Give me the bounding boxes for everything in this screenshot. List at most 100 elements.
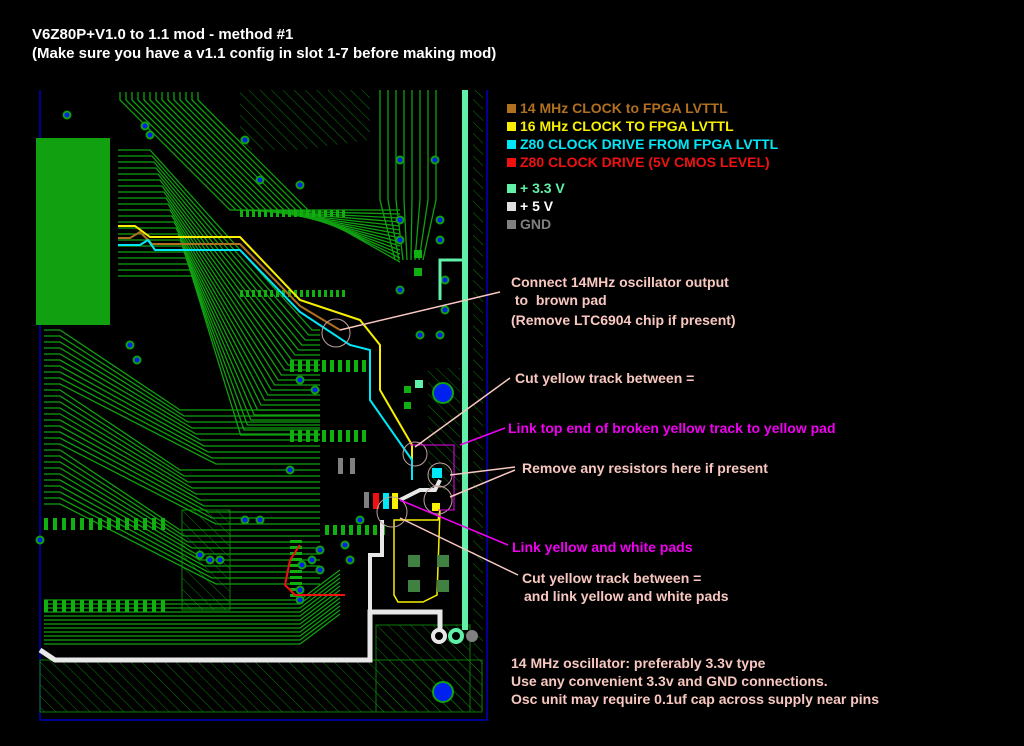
pcb-trace <box>44 437 320 519</box>
annotation-circle-cut1 <box>402 441 428 467</box>
pcb-trace <box>118 203 320 376</box>
annotation-circle-cut2 <box>376 496 408 528</box>
pcb-trace <box>118 173 320 351</box>
note-cut-and-link: Cut yellow track between = and link yell… <box>522 569 729 605</box>
smd-pad <box>80 600 84 612</box>
pcb-trace <box>118 227 320 396</box>
via <box>285 465 295 475</box>
pcb-trace <box>44 589 341 621</box>
yellow-resistor-pad <box>392 493 398 509</box>
pcb-trace <box>387 90 400 261</box>
legend-label: 16 MHz CLOCK TO FPGA LVTTL <box>520 118 734 134</box>
smd-pad <box>107 518 111 530</box>
pcb-trace <box>44 609 341 641</box>
smd-pad <box>44 600 48 612</box>
pcb-board <box>35 90 519 721</box>
smd-pad <box>290 564 302 567</box>
pcb-trace <box>422 90 437 261</box>
smd-pad <box>318 290 321 297</box>
white-pad-terminal <box>431 628 447 644</box>
smd-pad <box>404 402 411 409</box>
smd-pad <box>270 210 273 217</box>
pcb-trace <box>44 491 320 573</box>
pcb-trace <box>118 257 320 421</box>
pcb-trace <box>44 455 320 537</box>
via <box>315 565 325 575</box>
via <box>62 110 72 120</box>
pcb-trace <box>403 90 408 261</box>
via <box>195 550 205 560</box>
smd-pad <box>53 600 57 612</box>
legend-swatch <box>507 157 516 167</box>
legend-item-5v: + 5 V <box>507 197 778 215</box>
smd-pad <box>338 360 342 372</box>
smd-pad <box>290 552 302 555</box>
pcb-trace <box>44 377 320 459</box>
pcb-trace <box>44 597 341 629</box>
pcb-trace <box>118 149 320 331</box>
smd-pad <box>362 430 366 442</box>
via <box>255 175 265 185</box>
pcb-trace <box>44 497 320 579</box>
legend-item-16mhz: 16 MHz CLOCK TO FPGA LVTTL <box>507 117 778 135</box>
smd-pad <box>330 430 334 442</box>
pcb-trace <box>118 191 320 366</box>
smd-pad <box>333 525 337 535</box>
smd-pad <box>246 210 249 217</box>
pcb-trace <box>197 92 401 263</box>
annotation-circle-resistor2 <box>423 485 453 515</box>
smd-pad <box>240 290 243 297</box>
note-line: to brown pad <box>511 292 607 308</box>
smd-pad <box>325 525 329 535</box>
pcb-trace <box>44 503 320 585</box>
mint-pad <box>415 380 423 388</box>
smd-pad <box>152 518 156 530</box>
pcb-trace <box>44 577 341 609</box>
pcb-trace <box>173 92 401 247</box>
red-track-z80-5v <box>283 544 345 596</box>
pcb-trace <box>44 467 320 549</box>
smd-pad <box>134 600 138 612</box>
note-line: Connect 14MHz oscillator output <box>511 274 729 290</box>
smd-pad <box>322 430 326 442</box>
rail-5v-branch <box>368 520 384 612</box>
legend-item-3v3: + 3.3 V <box>507 179 778 197</box>
via <box>132 355 142 365</box>
via <box>307 555 317 565</box>
note-remove-resistors: Remove any resistors here if present <box>522 460 768 476</box>
yellow-track-16mhz <box>118 225 413 460</box>
smd-pad <box>373 525 377 535</box>
via <box>440 275 450 285</box>
smd-pad <box>98 518 102 530</box>
legend-swatch <box>507 201 516 211</box>
legend-item-14mhz: 14 MHz CLOCK to FPGA LVTTL <box>507 99 778 117</box>
pcb-trace <box>167 92 401 243</box>
pcb-trace <box>414 90 421 261</box>
red-pad <box>373 493 379 509</box>
smd-pad <box>404 386 411 393</box>
smd-pad <box>314 360 318 372</box>
smd-pad <box>44 518 48 530</box>
via <box>395 155 405 165</box>
smd-pad <box>152 600 156 612</box>
pcb-trace <box>118 275 320 436</box>
note-link-top-end: Link top end of broken yellow track to y… <box>508 420 836 436</box>
smd-pad <box>258 210 261 217</box>
pcb-trace <box>44 431 320 513</box>
mount-hole-1 <box>432 382 454 404</box>
osc-pad-2 <box>437 555 449 567</box>
smd-pad <box>346 360 350 372</box>
smd-pad <box>62 600 66 612</box>
smd-pad <box>324 210 327 217</box>
oscillator-footprint <box>393 509 441 603</box>
smd-pad <box>80 518 84 530</box>
pcb-trace <box>155 92 401 235</box>
pcb-trace <box>118 167 320 346</box>
smd-pad <box>414 268 422 276</box>
legend-label: + 5 V <box>520 198 554 214</box>
note-cut-yellow-track: Cut yellow track between = <box>515 370 695 386</box>
smd-pad <box>312 290 315 297</box>
smd-pad <box>264 210 267 217</box>
note-line: Use any convenient 3.3v and GND connecti… <box>511 673 828 689</box>
pcb-trace <box>118 263 320 426</box>
